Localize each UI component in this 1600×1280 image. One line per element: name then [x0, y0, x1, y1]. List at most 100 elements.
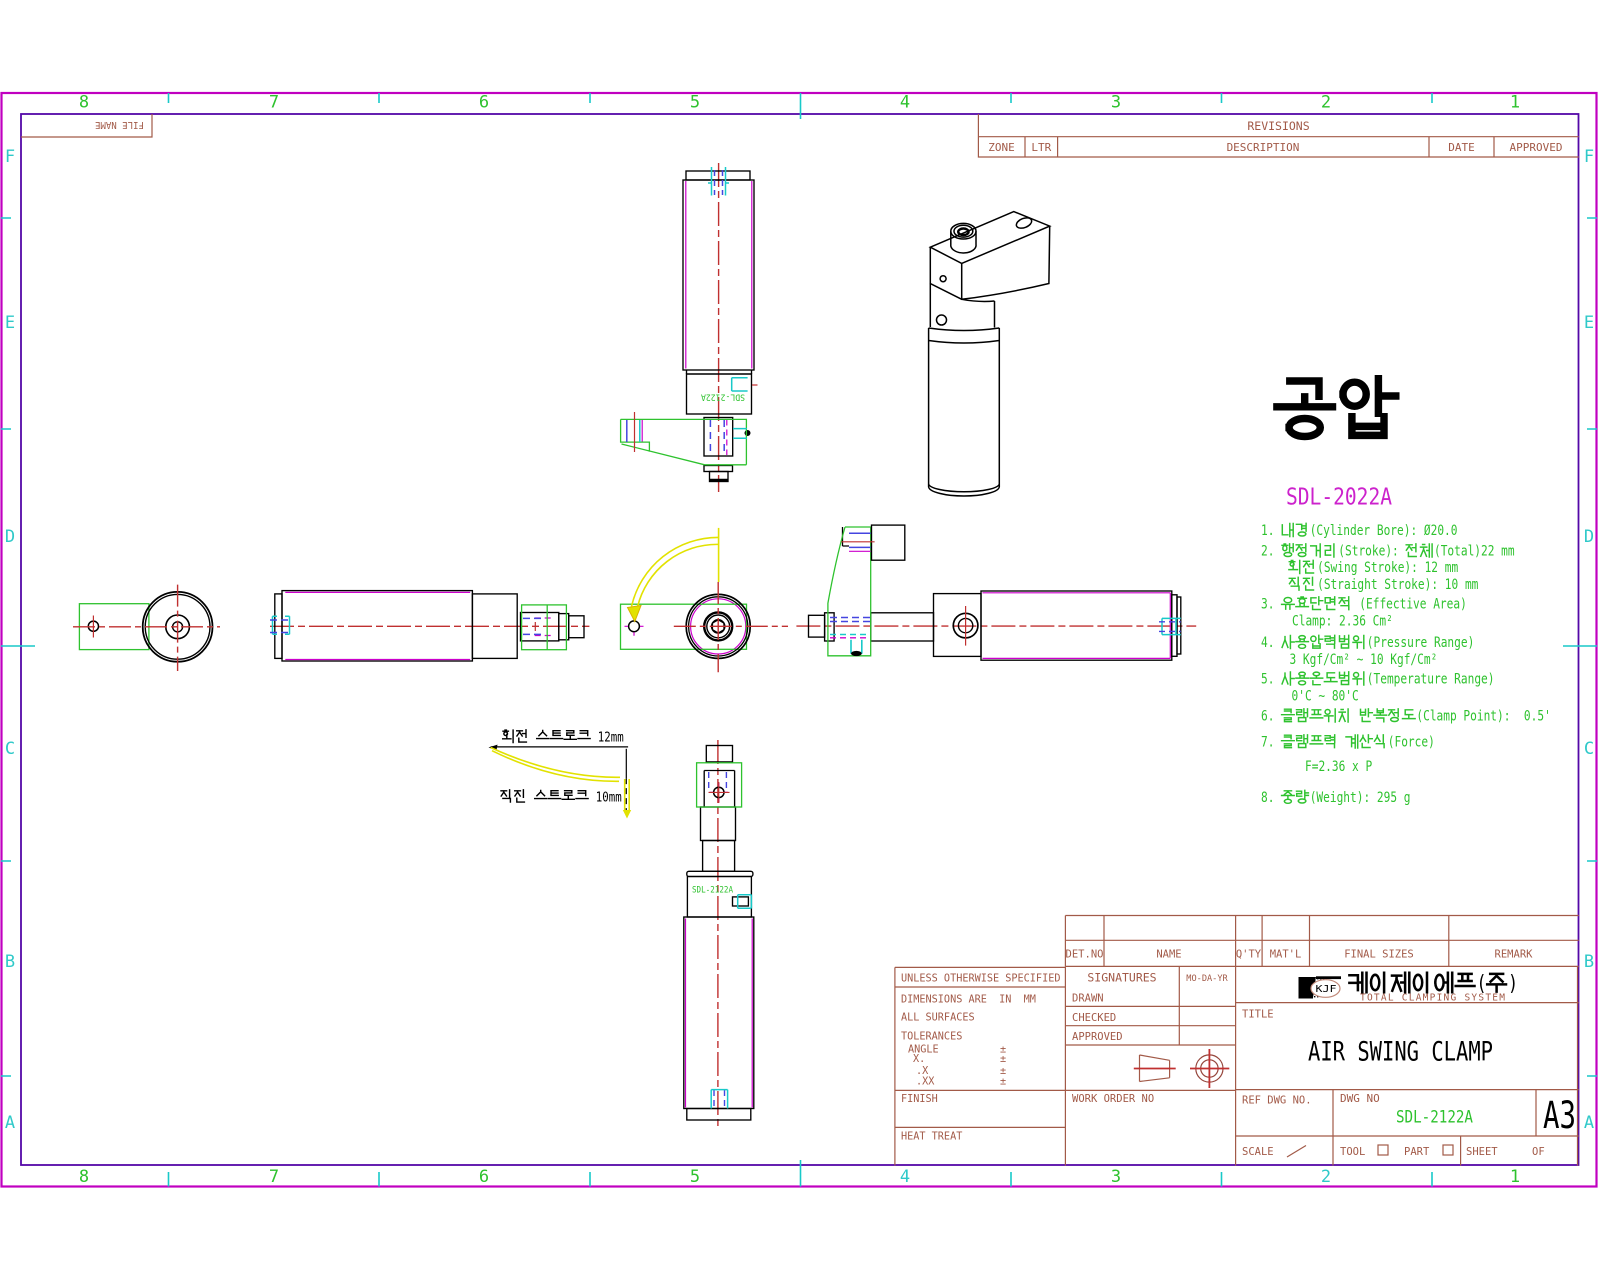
body-seams — [684, 918, 753, 1108]
svg-text:1.: 1. — [1261, 523, 1281, 539]
sig-checked: CHECKED — [1072, 1012, 1116, 1024]
signatures-title: SIGNATURES — [1087, 971, 1156, 985]
zone-letter: E — [5, 313, 15, 333]
rod-end — [568, 615, 585, 639]
zone-letter: E — [1584, 313, 1594, 333]
svg-text:2.: 2. — [1261, 544, 1281, 560]
logo-ellipse — [1310, 979, 1341, 998]
note-line: F=2.36 x P — [1305, 759, 1372, 775]
spec-block-labels: UNLESS OTHERWISE SPECIFIED DIMENSIONS AR… — [901, 974, 1060, 1143]
revisions-col-description: DESCRIPTION — [1227, 141, 1300, 154]
stroke-vertical-pair — [623, 779, 630, 811]
svg-text:(Clamp Point): 0.5': (Clamp Point): 0.5' — [1416, 709, 1550, 725]
spec-dot-xx: .XX — [916, 1077, 935, 1088]
title-block-lines — [894, 914, 1579, 1166]
svg-text:(Stroke):: (Stroke): — [1338, 544, 1405, 560]
clamp-arm-square — [695, 762, 743, 808]
revisions-labels: REVISIONS ZONE LTR DESCRIPTION DATE APPR… — [988, 119, 1562, 154]
side-view-hidden-lower — [830, 633, 870, 639]
zone-letters-right: F E D C B A — [1584, 147, 1594, 1133]
arm-bolt-lines — [849, 532, 871, 549]
rear-cap-b — [1176, 596, 1182, 655]
port-square — [731, 896, 750, 907]
iso-lower-cylinder-sides — [927, 340, 1001, 487]
left-end-centerlines — [73, 584, 220, 671]
zone-number: 7 — [269, 1167, 279, 1187]
zone-ticks — [1, 93, 1597, 1187]
file-name-box: FILE NAME — [21, 114, 153, 138]
logo-text: KJF — [1316, 984, 1337, 995]
note-line: 7. (Force) — [1261, 734, 1435, 751]
front-view-blue — [270, 617, 545, 636]
zone-numbers-top: 8 7 6 5 4 3 2 1 — [79, 93, 1520, 113]
parts-rows — [1065, 914, 1579, 967]
top-view-cyan — [639, 167, 748, 442]
notes-list: 1. (Cylinder Bore): Ø20.0 2. (Stroke): (… — [1261, 522, 1551, 806]
port-hidden-top — [713, 170, 724, 195]
note-line: Clamp: 2.36 Cm² — [1292, 614, 1393, 630]
zone-number: 8 — [79, 93, 89, 113]
svg-text:12mm: 12mm — [591, 729, 623, 745]
parts-columns — [1064, 915, 1450, 967]
spec-pm-2: ± — [1000, 1054, 1006, 1065]
zone-letter: D — [5, 527, 15, 547]
swing-motion-arc — [626, 527, 720, 623]
svg-text:(Total)22 mm: (Total)22 mm — [1434, 544, 1515, 560]
view-swing — [619, 527, 788, 673]
clamp-arm-end-square — [870, 524, 906, 561]
port-hidden-bottom — [713, 1090, 726, 1108]
stroke-arrow-down — [622, 810, 632, 819]
port-marks-top — [708, 167, 729, 196]
svg-text:Clamp: 2.36 Cm²: Clamp: 2.36 Cm² — [1292, 614, 1393, 630]
col-det-no: DET.NO — [1066, 949, 1104, 961]
note-line: 3 Kgf/Cm² ~ 10 Kgf/Cm² — [1290, 652, 1438, 668]
zone-letter: D — [1584, 527, 1594, 547]
zone-tick-left — [1, 217, 11, 1077]
view-front — [270, 589, 590, 662]
svg-text:(Straight Stroke): 10 mm: (Straight Stroke): 10 mm — [1317, 577, 1478, 593]
front-view-cyan — [271, 615, 291, 636]
iso-arm-hole — [1015, 217, 1033, 229]
note-line: (Swing Stroke): 12 mm — [1288, 559, 1458, 576]
note-line: 8. (Weight): 295 g — [1261, 789, 1411, 806]
view-left-end — [73, 584, 220, 671]
body-seam-lines — [685, 181, 753, 369]
kjf-logo: KJF — [1298, 976, 1341, 999]
note-line: 5. (Temperature Range) — [1261, 671, 1495, 688]
swing-centerlines — [673, 582, 788, 673]
port-marks — [1161, 617, 1181, 636]
note-line: (Straight Stroke): 10 mm — [1288, 576, 1478, 593]
arm-bracket — [703, 769, 736, 807]
zone-number: 6 — [479, 1167, 489, 1187]
head-port-box — [730, 377, 748, 392]
head-block — [471, 593, 518, 660]
part-checkbox — [1442, 1144, 1454, 1156]
iso-mid-cylinder-sides — [929, 283, 996, 328]
rear-port-marks — [271, 615, 291, 636]
scale-label: SCALE — [1242, 1146, 1274, 1158]
zone-letter: A — [1584, 1113, 1594, 1133]
swing-stroke-note: 12mm — [501, 729, 624, 745]
date-format: MO-DA-YR — [1186, 974, 1228, 984]
notes-column: SDL-2022A 1. (Cylinder Bore): Ø20.0 2. (… — [1261, 374, 1551, 806]
spec-pm-4: ± — [1000, 1077, 1006, 1088]
rod-stem — [703, 416, 734, 457]
rod-washer — [823, 612, 835, 642]
revisions-col-zone: ZONE — [988, 141, 1015, 154]
port-hidden-lines — [1159, 621, 1181, 633]
company-name-korean: () — [1348, 971, 1518, 995]
zone-letter: F — [5, 147, 15, 167]
spec-dot-x: .X — [916, 1066, 929, 1077]
bottom-view-cyan — [710, 893, 753, 1109]
signature-lines — [1064, 966, 1236, 1166]
head-section — [685, 373, 753, 415]
svg-text:0'C ~ 80'C: 0'C ~ 80'C — [1292, 689, 1359, 705]
spec-surfaces: ALL SURFACES — [901, 1012, 975, 1023]
tool-checkbox — [1377, 1144, 1389, 1156]
work-order-label: WORK ORDER NO — [1072, 1093, 1154, 1105]
zone-letter: C — [5, 739, 15, 759]
col-matl: MAT'L — [1270, 949, 1302, 961]
svg-text:(: ( — [1477, 971, 1487, 995]
